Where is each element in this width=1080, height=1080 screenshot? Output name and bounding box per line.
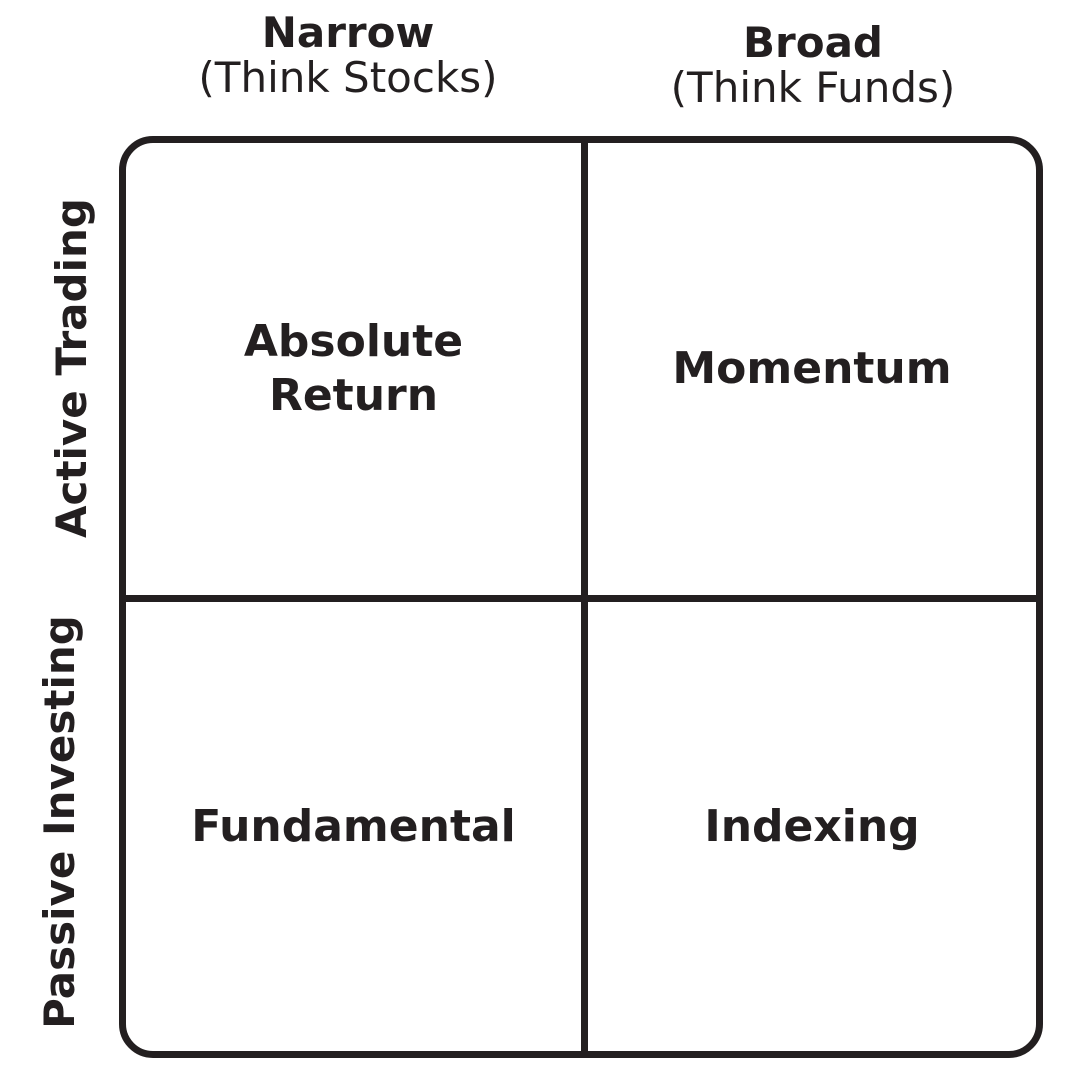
quadrant-indexing: Indexing (588, 602, 1036, 1051)
column-subtitle-narrow: (Think Stocks) (198, 53, 498, 103)
quadrant-absolute-return: Absolute Return (126, 143, 588, 602)
quadrant-fundamental: Fundamental (126, 602, 588, 1051)
column-title-broad: Broad (743, 18, 883, 67)
column-subtitle-broad: (Think Funds) (670, 63, 956, 113)
column-header-broad: Broad (Think Funds) (643, 20, 983, 111)
quadrant-momentum: Momentum (588, 143, 1036, 602)
quadrant-label-line-2: Return (268, 370, 439, 421)
quadrant-matrix: Absolute Return Momentum Fundamental Ind… (119, 136, 1043, 1058)
quadrant-label-momentum: Momentum (672, 343, 952, 395)
column-header-narrow: Narrow (Think Stocks) (178, 10, 518, 101)
quadrant-label-indexing: Indexing (704, 800, 920, 852)
row-label-active-trading: Active Trading (47, 198, 96, 538)
quadrant-label-fundamental: Fundamental (191, 800, 516, 852)
column-title-narrow: Narrow (261, 8, 435, 57)
quadrant-label-line-1: Absolute (243, 316, 464, 368)
row-label-passive-investing: Passive Investing (35, 615, 84, 1029)
